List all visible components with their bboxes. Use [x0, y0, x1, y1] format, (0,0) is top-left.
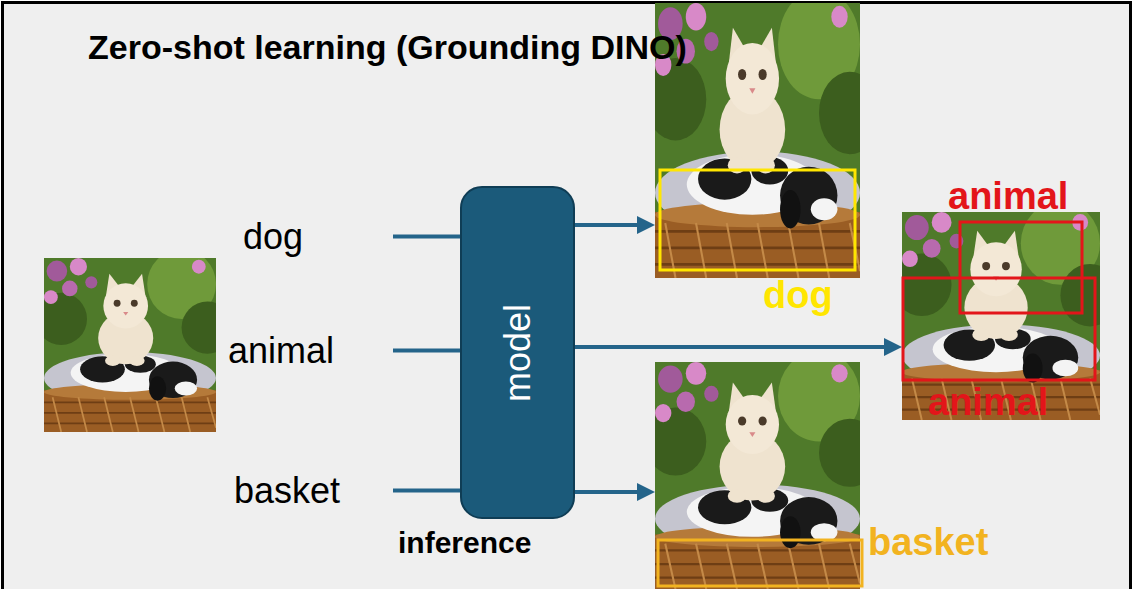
prompt-text: dog [243, 215, 393, 258]
connector-line [393, 349, 460, 353]
box-label: dog [763, 275, 833, 317]
connector-line [575, 345, 886, 349]
connector [575, 216, 655, 234]
box-label: basket [868, 522, 988, 564]
prompt-word: dog [243, 215, 393, 258]
connector-line [393, 235, 460, 239]
output-image: dog [655, 3, 860, 278]
connector-line [575, 490, 639, 494]
connector-line [575, 223, 639, 227]
arrow-head [637, 216, 655, 234]
connector [575, 338, 902, 356]
connector [575, 483, 655, 501]
arrow-head [884, 338, 902, 356]
prompt-text: basket [234, 469, 393, 512]
connector-line [393, 489, 460, 493]
connector [393, 350, 460, 351]
slide-title: Zero-shot learning (Grounding DINO) [88, 28, 687, 67]
arrow-head [637, 483, 655, 501]
output-image: basket [655, 362, 860, 589]
connector [393, 490, 460, 491]
model-box: model [460, 186, 575, 519]
prompt-word: basket [234, 469, 393, 512]
box-label: animal [928, 382, 1048, 424]
box-label: animal [948, 176, 1068, 218]
phase-label: inference [398, 526, 531, 560]
prompt-text: animal [228, 329, 393, 372]
prompt-word: animal [228, 329, 393, 372]
model-label: model [497, 303, 539, 401]
output-image: animalanimal [902, 212, 1100, 420]
connector [393, 236, 460, 237]
